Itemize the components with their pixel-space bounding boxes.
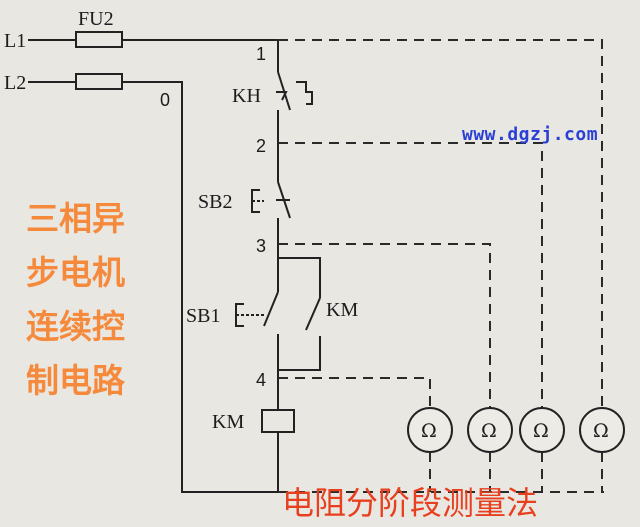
label-sb1: SB1 <box>186 305 220 327</box>
km-branch-top <box>278 257 321 298</box>
label-km-coil: KM <box>212 411 244 433</box>
label-node3: 3 <box>256 236 266 256</box>
label-node1: 1 <box>256 44 266 64</box>
ohmmeter-3: Ω <box>519 407 565 453</box>
fuse-fu2-bottom <box>75 73 123 90</box>
label-node0: 0 <box>160 90 170 110</box>
probe-lead-node1 <box>278 39 603 408</box>
side-title-line: 步电机 <box>26 253 125 292</box>
label-l1: L1 <box>4 30 26 52</box>
label-fu2: FU2 <box>78 8 114 30</box>
km-coil <box>261 409 295 433</box>
bottom-caption: 电阻分阶段测量法 <box>282 484 539 522</box>
watermark-url: www.dgzj.com <box>462 124 599 145</box>
neutral-wire <box>122 81 278 493</box>
label-node2: 2 <box>256 136 266 156</box>
ohm-symbol: Ω <box>481 420 497 442</box>
side-title-line: 三相异 <box>26 199 125 238</box>
side-title-line: 制电路 <box>26 361 125 400</box>
ohm-symbol: Ω <box>421 420 437 442</box>
label-l2: L2 <box>4 72 26 94</box>
probe-lead-node3 <box>278 243 491 408</box>
label-kh: KH <box>232 85 261 107</box>
fuse-fu2-top <box>75 31 123 48</box>
km-branch-bottom <box>278 336 321 371</box>
probe-lead-node4 <box>278 377 431 408</box>
kh-thermal-symbol <box>296 81 313 105</box>
ohmmeter-1: Ω <box>407 407 453 453</box>
label-node4: 4 <box>256 370 266 390</box>
probe-lead-node2 <box>278 142 543 408</box>
ohm-symbol: Ω <box>533 420 549 442</box>
sb1-contact <box>263 291 279 327</box>
ohmmeter-2: Ω <box>467 407 513 453</box>
ohm-symbol: Ω <box>593 420 609 442</box>
kh-notch <box>276 91 288 101</box>
label-km-contact: KM <box>326 299 358 321</box>
side-title-line: 连续控 <box>26 307 125 346</box>
side-title: 三相异 步电机 连续控 制电路 <box>26 192 156 408</box>
label-sb2: SB2 <box>198 191 232 213</box>
ohmmeter-4: Ω <box>579 407 625 453</box>
km-hold-contact <box>305 297 321 331</box>
